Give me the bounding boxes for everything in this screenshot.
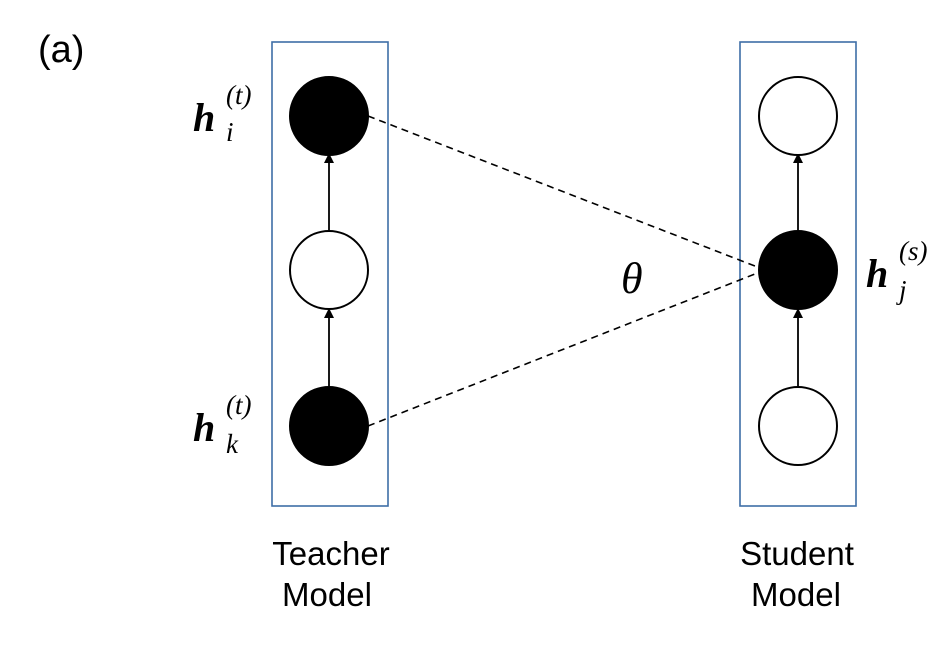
label-subscript: k — [226, 429, 239, 459]
label-superscript: (t) — [226, 80, 251, 110]
label-subscript: i — [226, 117, 234, 147]
label-base: h — [193, 405, 215, 450]
relation-line-upper — [367, 115, 761, 269]
teacher-model-box — [271, 41, 389, 507]
student-node-bottom — [758, 386, 838, 466]
student-middle-node-label: h (s) j — [866, 236, 928, 305]
teacher-caption-line1: Teacher — [272, 535, 389, 572]
relation-theta-label: θ — [621, 254, 643, 303]
student-model-box — [739, 41, 857, 507]
teacher-top-node-label: h (t) i — [193, 80, 251, 147]
label-base: h — [193, 95, 215, 140]
teacher-bottom-node-label: h (t) k — [193, 390, 251, 459]
teacher-node-top — [289, 76, 369, 156]
relation-line-lower — [367, 271, 761, 427]
student-caption-line2: Model — [751, 576, 841, 613]
label-superscript: (s) — [899, 236, 928, 266]
panel-label: (a) — [38, 29, 84, 71]
teacher-node-middle — [289, 230, 369, 310]
student-caption-line1: Student — [740, 535, 854, 572]
teacher-caption-line2: Model — [282, 576, 372, 613]
student-node-top — [758, 76, 838, 156]
label-superscript: (t) — [226, 390, 251, 420]
label-base: h — [866, 251, 888, 296]
teacher-node-bottom — [289, 386, 369, 466]
student-node-middle — [758, 230, 838, 310]
label-subscript: j — [896, 275, 907, 305]
